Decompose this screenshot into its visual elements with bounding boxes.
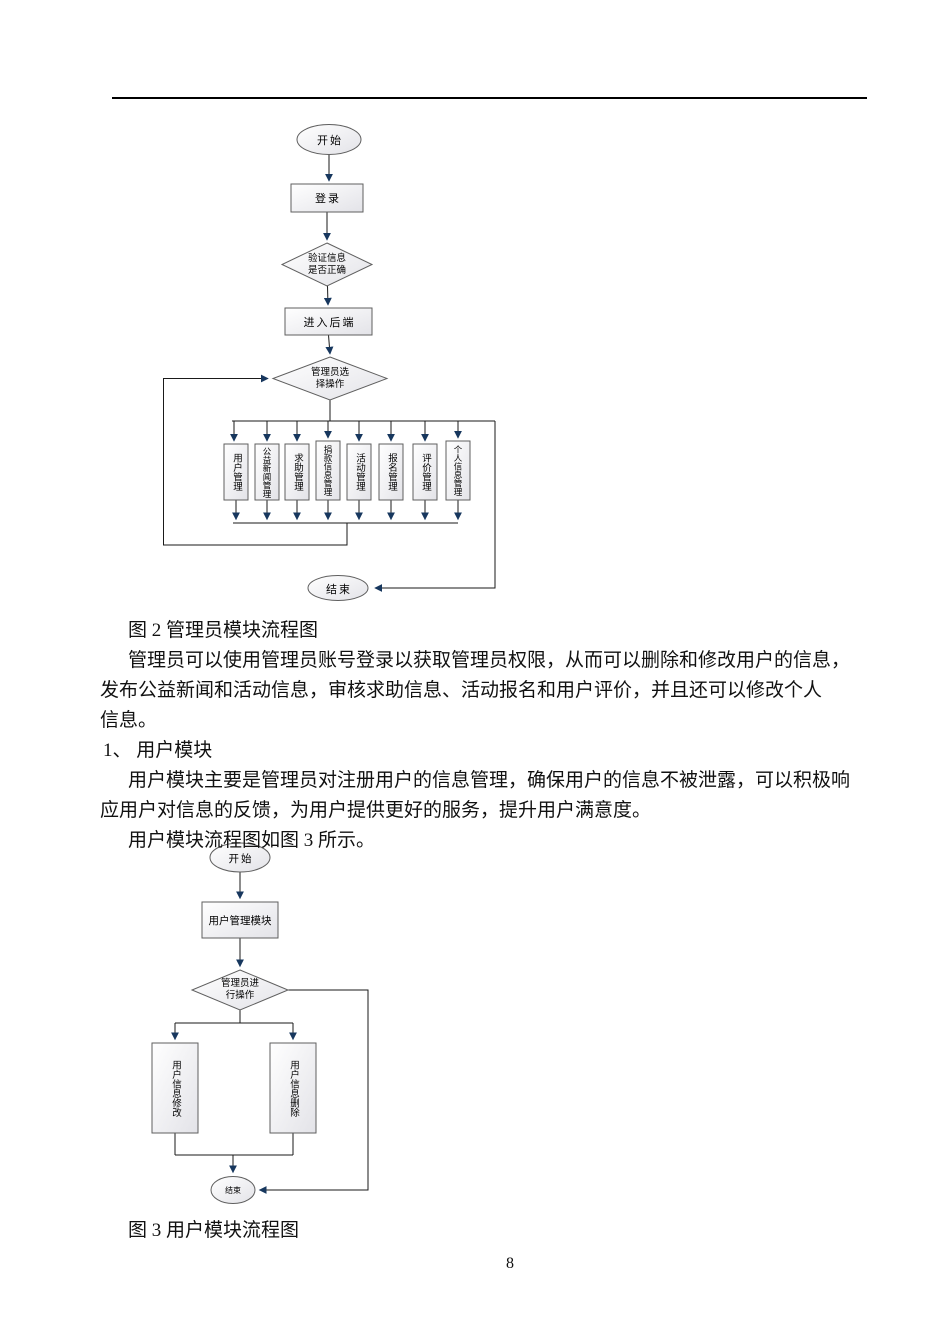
- fc1-verify-label: 验证信息 是否正确: [307, 252, 346, 276]
- fc1-backend-label: 进入后端: [303, 316, 356, 329]
- figure3-caption: 图 3 用户模块流程图: [128, 1220, 300, 1241]
- fc1-box-label-activity: 活动管理: [354, 453, 365, 491]
- fc1-box-label-profile: 个人信息管理: [453, 445, 463, 496]
- figure2-caption: 图 2 管理员模块流程图: [128, 620, 319, 641]
- fc2-modify-label: 用户信息修改: [170, 1059, 181, 1117]
- fc2-group: [151, 842, 369, 1204]
- fc2-operate-label: 管理员进 行操作: [220, 978, 259, 1001]
- para1-line1: 管理员可以使用管理员账号登录以获取管理员权限，从而可以删除和修改用户的信息，: [128, 650, 851, 671]
- fc1-box-label-donation: 捐款信息管理: [323, 445, 333, 496]
- fc1-choose-label: 管理员选 择操作: [310, 366, 349, 390]
- para3-line: 用户模块流程图如图 3 所示。: [128, 830, 376, 851]
- fc2-end-label: 结束: [225, 1186, 241, 1195]
- fc1-start-label: 开始: [317, 135, 343, 147]
- fc2-start-label: 开始: [228, 852, 254, 865]
- heading-user-module: 1、 用户模块: [103, 740, 213, 761]
- header-rule: [112, 97, 867, 99]
- fc1-box-label-user: 用户管理: [231, 453, 242, 491]
- fc1-edge-backend-choose: [325, 334, 334, 355]
- para2-line1: 用户模块主要是管理员对注册用户的信息管理，确保用户的信息不被泄露，可以积极响: [128, 770, 851, 791]
- fc1-edge-verify-backend: [323, 285, 332, 306]
- fc1-end-label: 结束: [326, 583, 352, 596]
- para2-line2: 应用户对信息的反馈，为用户提供更好的服务，提升用户满意度。: [100, 800, 652, 821]
- body-text-column: 图 2 管理员模块流程图 管理员可以使用管理员账号登录以获取管理员权限，从而可以…: [100, 616, 852, 856]
- para1-line2: 发布公益新闻和活动信息，审核求助信息、活动报名和用户评价，并且还可以修改个人: [100, 680, 823, 701]
- page-number: 8: [506, 1255, 514, 1272]
- fc1-box-label-review: 评价管理: [420, 453, 431, 491]
- fc1-login-label: 登录: [315, 193, 341, 205]
- para1-line3: 信息。: [100, 710, 158, 731]
- fc2-delete-label: 用户信息删除: [288, 1059, 299, 1117]
- fc1-box-label-help: 求助管理: [292, 453, 303, 491]
- fc1-box-label-signup: 报名管理: [386, 453, 397, 491]
- fc1-box-label-news: 公益新闻管理: [262, 446, 272, 498]
- fc2-module-label: 用户管理模块: [208, 914, 272, 927]
